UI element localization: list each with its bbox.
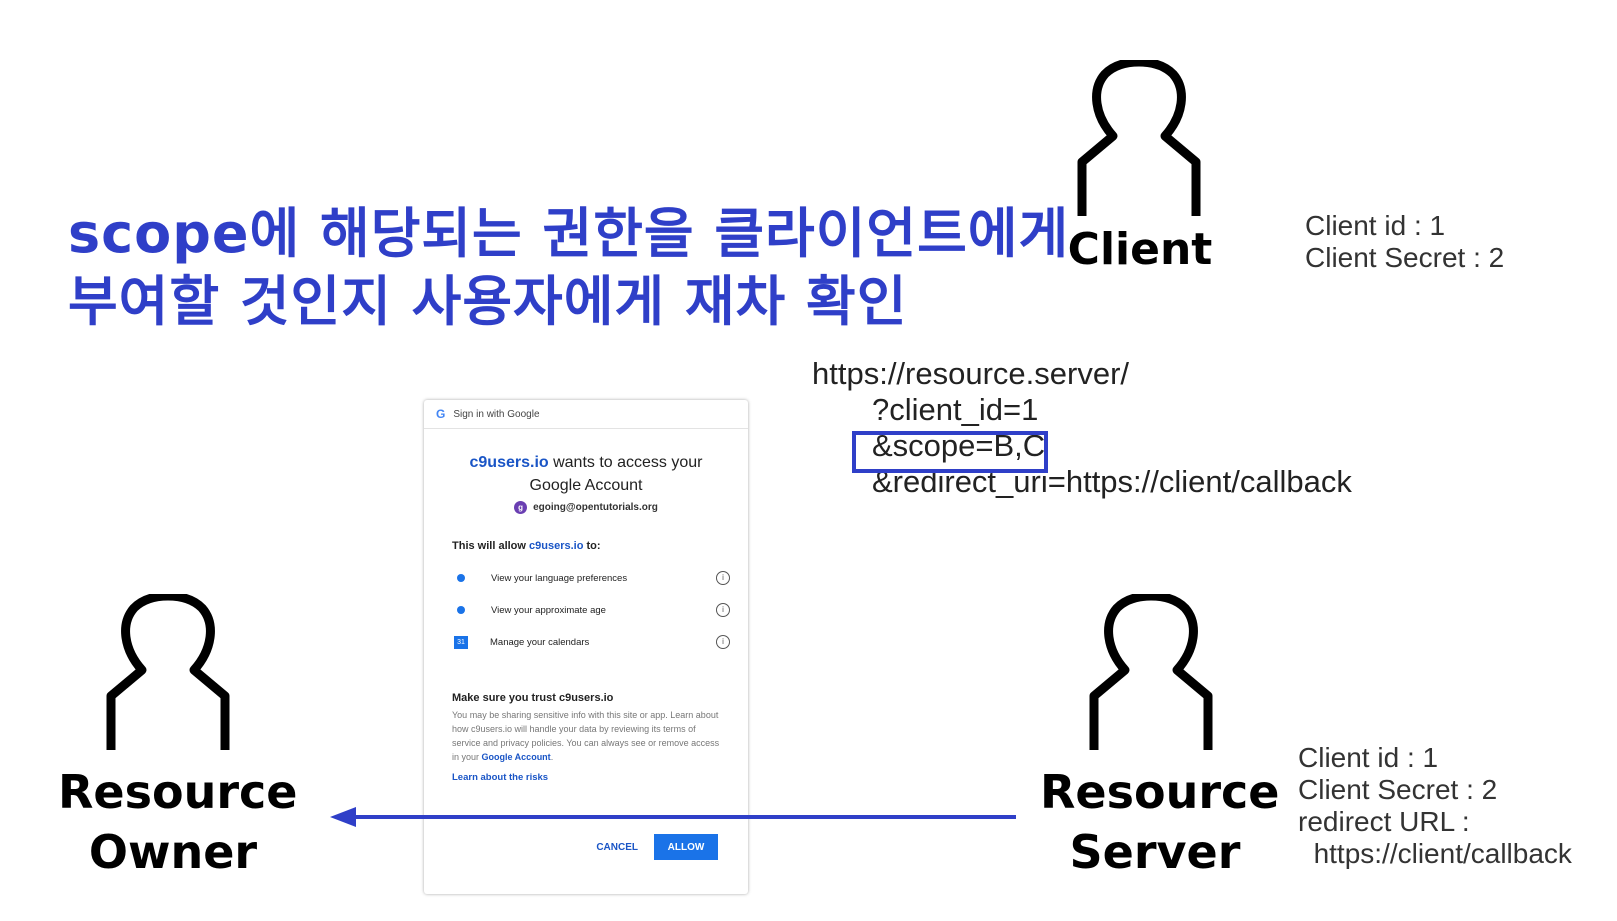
dot-icon — [457, 606, 465, 614]
resource-owner-label: Resource Owner — [58, 762, 298, 882]
permission-item[interactable]: 31 Manage your calendars i — [452, 626, 748, 658]
permission-item[interactable]: View your approximate age i — [452, 594, 748, 626]
permission-label: View your approximate age — [491, 604, 606, 616]
rs-client-secret-text: Client Secret : 2 — [1298, 774, 1498, 805]
client-secret-text: Client Secret : 2 — [1305, 242, 1505, 273]
google-account-link[interactable]: Google Account — [481, 752, 551, 762]
info-icon[interactable]: i — [716, 603, 730, 617]
resource-server-label: Resource Server — [1040, 762, 1280, 882]
resource-owner-person-icon — [106, 594, 230, 750]
rs-redirect-value: https://client/callback — [1313, 838, 1572, 869]
trust-heading: Make sure you trust c9users.io — [452, 692, 614, 704]
url-base: https://resource.server/ — [812, 356, 1130, 391]
permission-label: Manage your calendars — [490, 636, 590, 648]
scope-highlight-box — [852, 431, 1048, 473]
client-info: Client id : 1 Client Secret : 2 — [1305, 210, 1504, 274]
resource-owner-line-2: Owner — [88, 825, 258, 879]
dialog-title-line-2: Google Account — [529, 477, 643, 494]
dialog-header-text: Sign in with Google — [453, 408, 540, 420]
info-icon[interactable]: i — [716, 571, 730, 585]
learn-risks-link[interactable]: Learn about the risks — [452, 772, 549, 783]
dialog-title: c9users.io wants to access your Google A… — [424, 451, 748, 497]
google-logo-icon: G — [436, 407, 446, 421]
title-line-2: 부여할 것인지 사용자에게 재차 확인 — [68, 270, 908, 333]
resource-server-person-icon — [1089, 594, 1213, 750]
url-client-id: ?client_id=1 — [872, 392, 1039, 427]
authorization-url: https://resource.server/ ?client_id=1 &s… — [812, 356, 1352, 500]
trust-text: You may be sharing sensitive info with t… — [452, 710, 720, 762]
consent-arrow — [330, 807, 1016, 827]
resource-server-line-1: Resource — [1040, 765, 1280, 819]
client-id-text: Client id : 1 — [1305, 210, 1446, 241]
resource-server-line-2: Server — [1069, 825, 1241, 879]
cancel-button[interactable]: CANCEL — [596, 841, 638, 853]
title-line-1: scope에 해당되는 권한을 클라이언트에게 — [68, 202, 1070, 265]
arrow-head-icon — [330, 807, 356, 827]
allow-button[interactable]: ALLOW — [654, 834, 718, 860]
calendar-icon: 31 — [454, 635, 468, 649]
permission-item[interactable]: View your language preferences i — [452, 562, 748, 594]
dialog-account[interactable]: g egoing@opentutorials.org — [424, 501, 748, 514]
dialog-app-name: c9users.io — [469, 454, 549, 471]
client-label: Client — [1067, 224, 1213, 275]
allow-heading: This will allow c9users.io to: — [452, 540, 601, 552]
dialog-header: G Sign in with Google — [424, 400, 748, 429]
info-icon[interactable]: i — [716, 635, 730, 649]
permission-list: View your language preferences i View yo… — [424, 562, 748, 658]
resource-owner-line-1: Resource — [58, 765, 298, 819]
google-consent-dialog: G Sign in with Google c9users.io wants t… — [424, 400, 748, 894]
client-person-icon — [1077, 60, 1201, 216]
resource-server-info: Client id : 1 Client Secret : 2 redirect… — [1298, 742, 1572, 870]
dialog-buttons: CANCEL ALLOW — [596, 834, 718, 860]
permission-label: View your language preferences — [491, 572, 628, 584]
avatar: g — [514, 501, 528, 514]
account-email: egoing@opentutorials.org — [533, 502, 658, 513]
dot-icon — [457, 574, 465, 582]
dialog-title-rest: wants to access your — [548, 454, 703, 471]
rs-client-id-text: Client id : 1 — [1298, 742, 1439, 773]
slide-title: scope에 해당되는 권한을 클라이언트에게 부여할 것인지 사용자에게 재차… — [68, 200, 1070, 336]
rs-redirect-label: redirect URL : — [1298, 806, 1470, 837]
